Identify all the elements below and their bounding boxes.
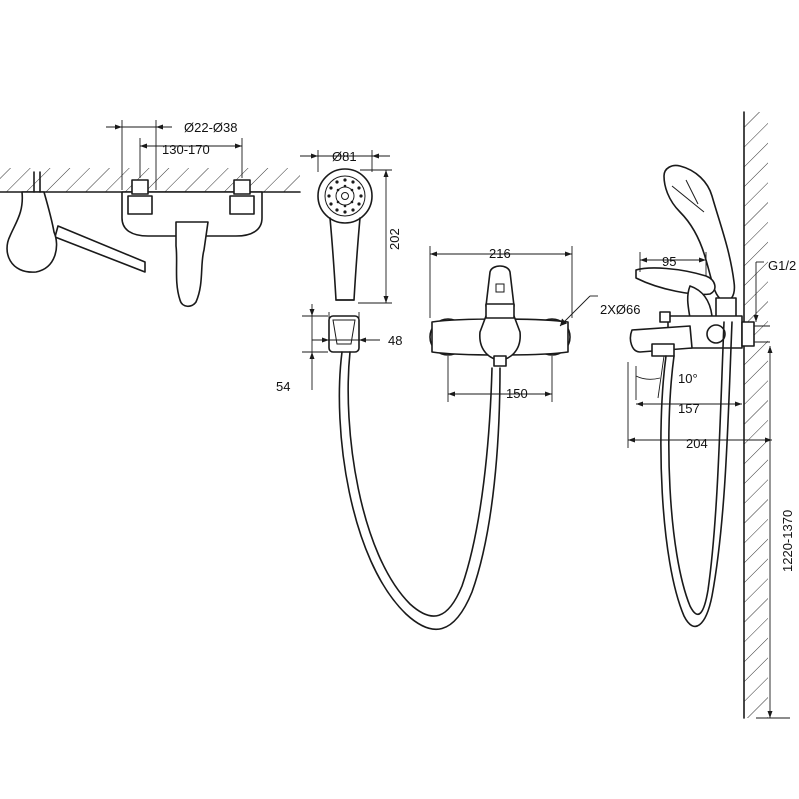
front-outlet (493, 355, 507, 367)
wall-hatch (744, 112, 768, 718)
side-shower-head (663, 164, 736, 302)
spout-angle-label: 10° (678, 371, 698, 386)
top-nut-left (127, 195, 153, 215)
side-view: 95 G1/2 10° 157 204 1220-1370 (627, 111, 796, 719)
shower-nozzles (327, 178, 363, 214)
side-hose-outer (660, 321, 733, 628)
top-view: Ø22-Ø38 130-170 (0, 120, 301, 308)
ceiling-hatch (0, 168, 300, 192)
lever-length-label: 95 (662, 254, 676, 269)
side-lever (635, 267, 716, 296)
holder-width-label: 48 (388, 333, 402, 348)
shower-handle (329, 217, 361, 301)
mixer-width-label: 216 (489, 246, 511, 261)
spout-arm (54, 225, 146, 273)
wall-connector (741, 321, 755, 347)
shower-handle-height-label: 202 (387, 228, 402, 250)
side-spout (629, 325, 693, 353)
shower-hose-outer (338, 351, 501, 630)
front-center-valve (479, 315, 521, 361)
center-distance-label: 130-170 (162, 142, 210, 157)
holder-height-label: 54 (276, 379, 290, 394)
shower-head-diameter-label: Ø81 (332, 149, 357, 164)
thread-size-label: G1/2 (768, 258, 796, 273)
front-lever (485, 265, 515, 307)
shower-head (317, 168, 373, 224)
connection-distance-label: 150 (506, 386, 528, 401)
overall-depth-label: 204 (686, 436, 708, 451)
shower-hand-set: Ø81 202 48 54 (276, 149, 501, 630)
spout-depth-label: 157 (678, 401, 700, 416)
spout-diameter-label: Ø22-Ø38 (184, 120, 237, 135)
top-nut-right (229, 195, 255, 215)
top-spout (175, 221, 209, 308)
top-mixer-body (121, 191, 263, 237)
side-hose-inner (668, 321, 725, 616)
top-handle (6, 191, 58, 273)
flange-diameter-label: 2XØ66 (600, 302, 640, 317)
mounting-height-label: 1220-1370 (780, 510, 795, 572)
front-view: 216 2XØ66 150 (429, 246, 640, 402)
shower-hose-inner (347, 351, 493, 617)
